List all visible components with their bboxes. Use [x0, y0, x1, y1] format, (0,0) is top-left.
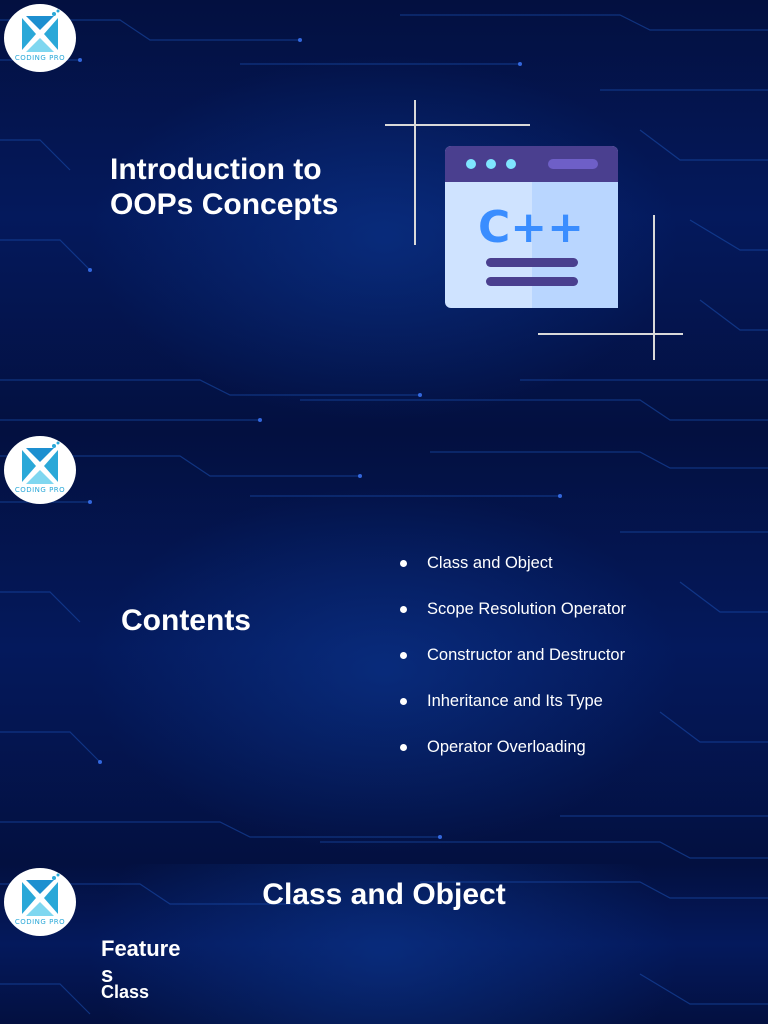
coding-pro-logo: CODING PRO — [4, 868, 76, 936]
list-item: Constructor and Destructor — [398, 640, 626, 686]
logo-text: CODING PRO — [14, 54, 66, 62]
circuit-background — [0, 451, 768, 859]
list-item: Inheritance and Its Type — [398, 686, 626, 732]
contents-list: Class and Object Scope Resolution Operat… — [398, 548, 626, 778]
bullet-icon — [400, 560, 407, 567]
decor-line — [385, 124, 530, 126]
features-line-1: Feature — [101, 936, 181, 961]
logo-x-icon — [22, 441, 60, 484]
features-heading: Feature s — [101, 936, 201, 988]
decor-line — [653, 215, 655, 360]
list-item-label: Inheritance and Its Type — [427, 692, 603, 710]
logo-text: CODING PRO — [14, 918, 66, 926]
cpp-window-icon: C++ — [445, 146, 618, 308]
cpp-icon-text: C++ — [478, 202, 584, 253]
decor-line — [414, 100, 416, 245]
bullet-icon — [400, 744, 407, 751]
list-item-label: Class and Object — [427, 554, 553, 572]
decor-line — [538, 333, 683, 335]
title-line-2: OOPs Concepts — [110, 188, 339, 221]
list-item: Class and Object — [398, 548, 626, 594]
list-item-label: Constructor and Destructor — [427, 646, 626, 664]
logo-text: CODING PRO — [14, 486, 66, 494]
list-item-label: Operator Overloading — [427, 738, 586, 756]
logo-x-icon — [22, 873, 60, 916]
slide-introduction: CODING PRO Introduction to OOPs Concepts… — [0, 0, 768, 432]
slide-class-and-object: CODING PRO Class and Object Feature s Cl… — [0, 864, 768, 1024]
list-item: Scope Resolution Operator — [398, 594, 626, 640]
bullet-icon — [400, 606, 407, 613]
bullet-icon — [400, 652, 407, 659]
coding-pro-logo: CODING PRO — [4, 436, 76, 504]
list-item-label: Scope Resolution Operator — [427, 600, 627, 618]
logo-x-icon — [22, 9, 60, 52]
list-item: Operator Overloading — [398, 732, 626, 778]
slide-title: Class and Object — [262, 878, 506, 911]
slide-contents: CODING PRO Contents Class and Object Sco… — [0, 432, 768, 864]
class-label: Class — [101, 982, 150, 1002]
contents-title: Contents — [121, 604, 251, 637]
bullet-icon — [400, 698, 407, 705]
title-line-1: Introduction to — [110, 153, 322, 186]
slide-title: Introduction to OOPs Concepts — [110, 152, 338, 222]
features-line-2: s — [101, 962, 114, 987]
coding-pro-logo: CODING PRO — [4, 4, 76, 72]
circuit-background — [0, 14, 768, 422]
